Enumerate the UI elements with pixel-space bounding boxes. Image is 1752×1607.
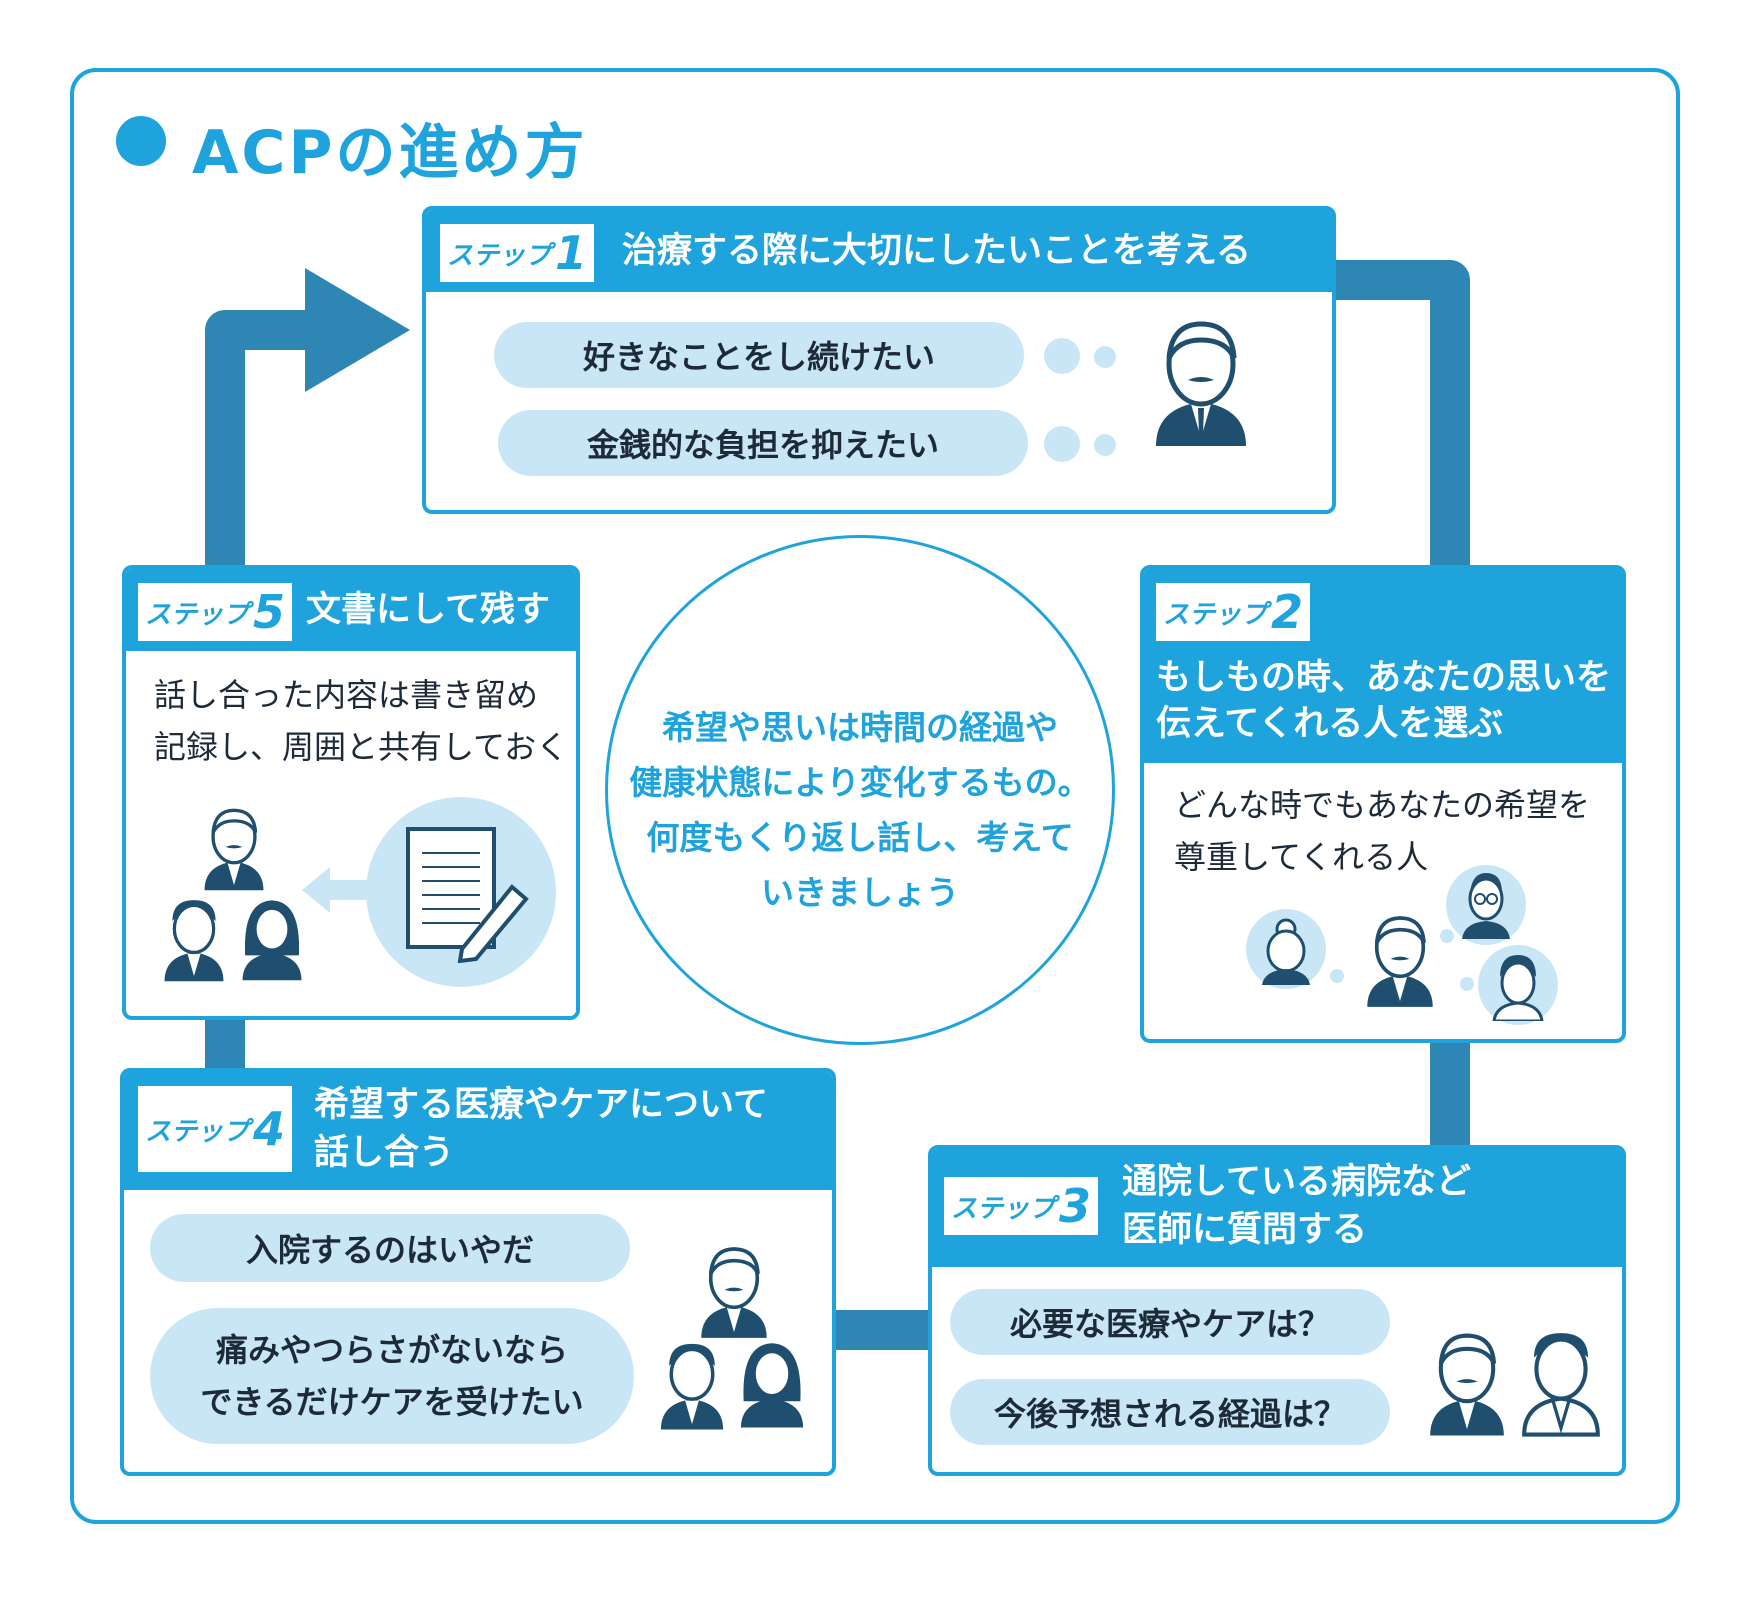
step-2-body-line-1: どんな時でもあなたの希望を — [1174, 786, 1591, 824]
thought-dot — [1094, 434, 1116, 456]
step-2-body-line-2: 尊重してくれる人 — [1174, 838, 1429, 876]
step-4-item-2-line-2: できるだけケアを受けたい — [200, 1383, 584, 1421]
thought-dot — [1044, 338, 1080, 374]
step-3-item-2: 今後予想される経過は？ — [950, 1379, 1390, 1445]
step-4-item-2-line-1: 痛みやつらさがないなら — [215, 1331, 568, 1369]
woman-avatar-icon — [242, 900, 302, 981]
step-label: ステップ — [1162, 599, 1267, 630]
step-5-body-line-1: 話し合った内容は書き留め — [154, 676, 539, 714]
step-4-item-2: 痛みやつらさがないなら できるだけケアを受けたい — [150, 1308, 634, 1444]
step-3-badge: ステップ 3 — [944, 1177, 1098, 1235]
step-label: ステップ — [446, 240, 551, 271]
thought-dot — [1330, 969, 1344, 983]
step-4-title-line-2: 話し合う — [314, 1133, 455, 1173]
young-man-avatar-icon — [1492, 955, 1544, 1021]
step-1-card: ステップ 1 治療する際に大切にしたいことを考える 好きなことをし続けたい 金銭… — [422, 206, 1336, 514]
step-number: 4 — [253, 1102, 286, 1156]
woman-elder-avatar-icon — [1262, 918, 1310, 985]
step-3-item-1: 必要な医療やケアは？ — [950, 1289, 1390, 1355]
arrow-head — [305, 268, 410, 392]
man-glasses-avatar-icon — [1462, 873, 1510, 939]
center-line: いきましょう — [761, 873, 959, 912]
step-label: ステップ — [144, 599, 249, 630]
step-number: 1 — [555, 226, 588, 280]
step-1-badge: ステップ 1 — [440, 224, 594, 282]
center-line: 健康状態により変化するもの。 — [629, 763, 1091, 802]
woman-avatar-icon — [740, 1343, 804, 1428]
man-avatar-icon — [204, 808, 264, 891]
thought-dot — [1460, 977, 1474, 991]
step-4-badge: ステップ 4 — [138, 1086, 292, 1172]
step-4-item-1: 入院するのはいやだ — [150, 1214, 630, 1282]
step-1-item-2: 金銭的な負担を抑えたい — [498, 410, 1028, 476]
step-3-title-line-2: 医師に質問する — [1122, 1210, 1368, 1250]
step-4-card: ステップ 4 希望する医療やケアについて 話し合う 入院するのはいやだ 痛みやつ… — [120, 1068, 836, 1476]
doctor-avatar-icon — [1522, 1333, 1600, 1437]
step-1-title: 治療する際に大切にしたいことを考える — [622, 231, 1251, 271]
step-3-title-line-1: 通院している病院など — [1122, 1162, 1471, 1202]
step-2-card: ステップ 2 もしもの時、あなたの思いを 伝えてくれる人を選ぶ どんな時でもあな… — [1140, 565, 1626, 1043]
man-dark-hair-avatar-icon — [164, 900, 224, 982]
step-label: ステップ — [950, 1193, 1055, 1224]
man-avatar-icon — [1430, 1333, 1504, 1436]
left-arrow-icon — [302, 867, 372, 913]
step-5-badge: ステップ 5 — [138, 583, 292, 641]
center-line: 何度もくり返し話し、考えて — [646, 818, 1074, 857]
man-avatar-icon — [701, 1247, 767, 1338]
step-4-title-line-1: 希望する医療やケアについて — [314, 1085, 768, 1125]
step-number: 5 — [253, 585, 286, 639]
title-bullet — [116, 116, 166, 166]
thought-dot — [1094, 346, 1116, 368]
step-5-card: ステップ 5 文書にして残す 話し合った内容は書き留め 記録し、周囲と共有してお… — [122, 565, 580, 1020]
thought-dot — [1044, 426, 1080, 462]
center-line: 希望や思いは時間の経過や — [662, 708, 1058, 747]
step-label: ステップ — [144, 1116, 249, 1147]
step-2-badge: ステップ 2 — [1156, 583, 1310, 641]
step-5-body-line-2: 記録し、周囲と共有しておく — [154, 728, 569, 766]
man-dark-hair-avatar-icon — [660, 1343, 724, 1430]
thought-dot — [1440, 929, 1454, 943]
step-1-item-1: 好きなことをし続けたい — [494, 322, 1024, 388]
step-number: 2 — [1271, 585, 1304, 639]
center-circle — [605, 535, 1115, 1045]
step-3-card: ステップ 3 通院している病院など 医師に質問する 必要な医療やケアは？ 今後予… — [928, 1145, 1626, 1476]
step-number: 3 — [1059, 1179, 1092, 1233]
man-avatar-icon — [1156, 321, 1246, 446]
step-2-title-line-2: 伝えてくれる人を選ぶ — [1156, 704, 1504, 744]
man-avatar-icon — [1367, 916, 1433, 1007]
page-title: ACPの進め方 — [192, 118, 588, 188]
document-pen-icon — [406, 827, 529, 963]
step-5-title: 文書にして残す — [306, 590, 550, 630]
diagram-frame — [70, 68, 1680, 1524]
step-2-title-line-1: もしもの時、あなたの思いを — [1156, 658, 1612, 698]
center-message: 希望や思いは時間の経過や 健康状態により変化するもの。 何度もくり返し話し、考え… — [605, 700, 1115, 920]
